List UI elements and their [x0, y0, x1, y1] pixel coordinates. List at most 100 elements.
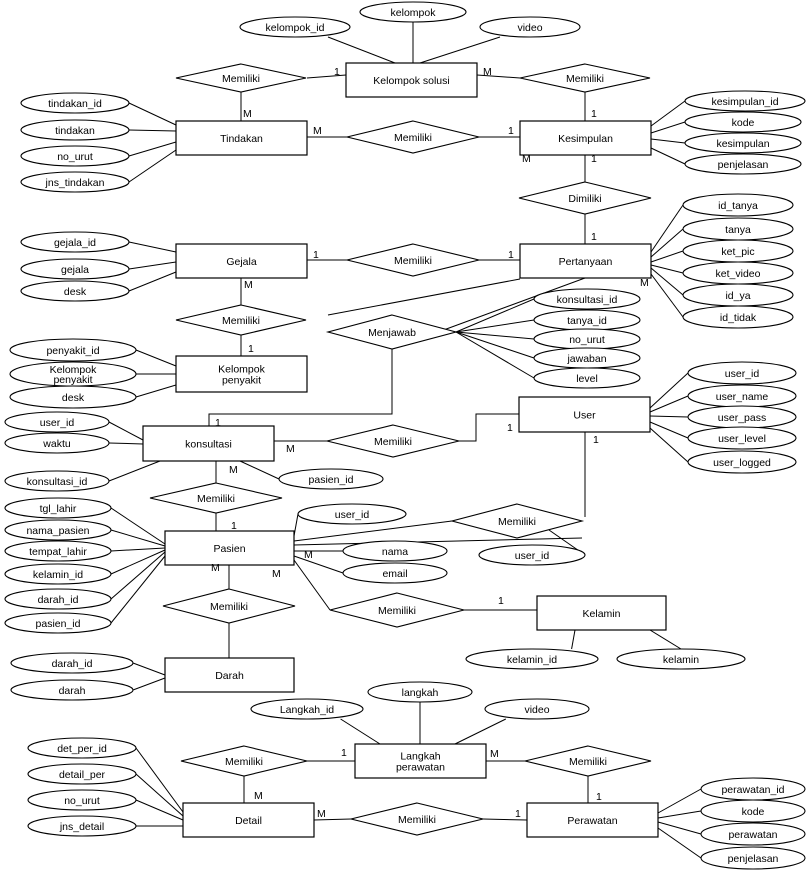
connector-line: [313, 818, 352, 821]
cardinality-r-user-pasien-pasien: M: [304, 549, 313, 561]
cardinality-r-konsultasi-user-user: 1: [507, 422, 513, 434]
relationship-r-lp-perawatan: Memiliki: [524, 745, 652, 777]
entity-box: [519, 243, 652, 279]
attribute-label: kelamin: [663, 654, 699, 666]
attribute-ellipse: [20, 280, 130, 302]
attribute-langkah-perawatan-langkah: langkah: [367, 681, 473, 703]
relationship-label: Memiliki: [378, 605, 416, 617]
connector-line: [293, 520, 453, 542]
attribute-connector: [455, 331, 535, 379]
attribute-kelompok-solusi-kelompok-id: kelompok_id: [239, 16, 351, 38]
attribute-connector: [327, 36, 396, 64]
attribute-connector: [128, 271, 177, 292]
attribute-label: langkah: [402, 687, 439, 699]
attribute-ellipse: [297, 503, 407, 525]
entity-box: [175, 355, 308, 393]
entity-box: [526, 802, 659, 838]
attribute-connector: [110, 507, 166, 545]
attribute-connector: [128, 261, 177, 270]
attribute-r-menjawab-level: level: [533, 367, 641, 389]
attribute-ellipse: [684, 153, 802, 175]
attribute-label: no_urut: [57, 151, 93, 163]
attribute-label: email: [382, 568, 407, 580]
attribute-ellipse: [700, 799, 806, 823]
cardinality-r-kesimpulan-pertanyaan-pertanyaan: 1: [591, 231, 597, 243]
relationship-r-kesimpulan-pertanyaan: Dimiliki: [518, 181, 652, 215]
attribute-ellipse: [700, 822, 806, 846]
attribute-gejala-gejala: gejala: [20, 258, 130, 280]
attribute-ellipse: [687, 426, 797, 450]
attribute-label: detail_per: [59, 769, 106, 781]
attribute-r-menjawab-tanya-id: tanya_id: [533, 309, 641, 331]
attribute-ellipse: [342, 562, 448, 584]
entity-detail: Detail: [182, 802, 315, 838]
attribute-ellipse: [533, 367, 641, 389]
attribute-label: user_id: [725, 368, 760, 380]
relationship-r-gejala-kp: Memiliki: [175, 304, 307, 336]
attribute-label: user_level: [718, 433, 766, 445]
attribute-connector: [108, 442, 144, 445]
attribute-connector: [657, 788, 702, 814]
relationship-label: Memiliki: [394, 255, 432, 267]
attribute-connector: [128, 102, 177, 126]
attribute-label: perawatan: [728, 829, 777, 841]
attribute-ellipse: [27, 763, 137, 785]
attribute-kesimpulan-kesimpulan: kesimpulan: [684, 132, 802, 154]
entity-label: Pertanyaan: [559, 256, 613, 268]
cardinality-r-gejala-kp-gejala: M: [244, 279, 253, 291]
relationship-diamond: [449, 503, 585, 539]
attribute-connector: [650, 264, 684, 274]
relationship-r-user-pasien: Memiliki: [449, 503, 585, 539]
attribute-ellipse: [4, 612, 112, 634]
attribute-ellipse: [4, 540, 112, 562]
attribute-pertanyaan-ket-pic: ket_pic: [682, 239, 794, 263]
relationship-diamond: [519, 63, 651, 93]
attribute-label: desk: [64, 286, 87, 298]
relationship-r-konsultasi-user: Memiliki: [326, 424, 460, 458]
attribute-label: kode: [732, 117, 755, 129]
relationship-diamond: [175, 304, 307, 336]
relationship-diamond: [346, 120, 480, 154]
attribute-pertanyaan-tanya: tanya: [682, 217, 794, 241]
attribute-ellipse: [10, 679, 134, 701]
attribute-label: penyakit_id: [46, 345, 99, 357]
attribute-ellipse: [484, 698, 590, 720]
attribute-label: id_tidak: [720, 312, 757, 324]
relationship-label: Memiliki: [225, 756, 263, 768]
attribute-connector: [649, 629, 682, 650]
attribute-ellipse: [27, 815, 137, 837]
attribute-label: jawaban: [566, 353, 606, 365]
attribute-connector: [110, 555, 166, 624]
attribute-connector: [649, 421, 689, 439]
attribute-label: gejala: [61, 264, 89, 276]
attribute-label: user_logged: [713, 457, 771, 469]
attribute-kesimpulan-kode: kode: [684, 111, 802, 133]
entity-label: Kelompok: [218, 364, 265, 376]
relationship-r-pasien-darah: Memiliki: [162, 588, 296, 624]
attribute-konsultasi-user-id: user_id: [4, 411, 110, 433]
attribute-label: user_pass: [718, 412, 766, 424]
entity-box: [536, 595, 667, 631]
attribute-ellipse: [684, 132, 802, 154]
attribute-label: penyakit: [53, 374, 92, 386]
attribute-connector: [650, 100, 686, 127]
attribute-ellipse: [700, 846, 806, 870]
connector-line: [459, 413, 519, 442]
attribute-connector: [650, 138, 686, 144]
attribute-langkah-perawatan-video: video: [484, 698, 590, 720]
attribute-connector: [650, 121, 686, 134]
entity-pertanyaan: Pertanyaan: [519, 243, 652, 279]
attribute-detail-detail-per: detail_per: [27, 763, 137, 785]
attribute-connector: [128, 141, 177, 157]
relationship-label: Memiliki: [222, 315, 260, 327]
attribute-gejala-desk: desk: [20, 280, 130, 302]
attribute-darah-darah: darah: [10, 679, 134, 701]
cardinality-r-pasien-darah-pasien: M: [211, 562, 220, 574]
attribute-label: gejala_id: [54, 237, 96, 249]
cardinality-r-gejala-pertanyaan-gejala: 1: [313, 249, 319, 261]
attribute-connector: [455, 331, 535, 359]
attribute-connector: [649, 427, 689, 463]
attribute-ellipse: [27, 737, 137, 759]
attribute-label: id_tanya: [718, 200, 758, 212]
